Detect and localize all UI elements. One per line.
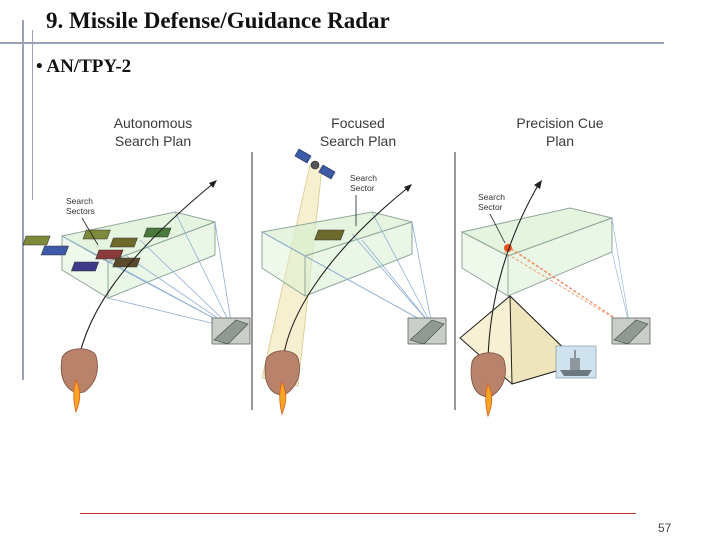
panel-2-missile-plume xyxy=(279,380,287,416)
slide-title: 9. Missile Defense/Guidance Radar xyxy=(46,8,390,33)
panel-2-label-line1: Focused xyxy=(331,115,385,131)
panel-3-label-line2: Plan xyxy=(546,133,574,149)
panel-3-trajectory-arrowhead xyxy=(534,180,542,189)
page-number: 57 xyxy=(658,521,672,535)
panel-autonomous-search-plan: Autonomous Search Plan xyxy=(22,115,251,414)
panel-1-beam-lines xyxy=(61,211,233,329)
panel-3-ship-icon xyxy=(555,345,597,379)
panel-1-callout-arrow xyxy=(81,217,99,246)
panel-1-callout-line2: Sectors xyxy=(66,206,95,216)
panel-3-radar-icon xyxy=(611,317,651,345)
panel-2-beam-lines xyxy=(261,211,433,327)
panel-focused-search-plan: Focused Search Plan xyxy=(260,115,447,416)
panel-1-trajectory-arrowhead xyxy=(209,180,217,188)
panel-2-callout-line2: Sector xyxy=(350,183,375,193)
panel-2-search-sector xyxy=(314,229,345,241)
panel-2-radar-icon xyxy=(407,317,447,345)
panel-2-search-volume-side xyxy=(304,221,413,297)
panel-2-launch-terrain xyxy=(264,350,300,396)
panel-1-missile-plume xyxy=(73,378,81,414)
panel-3-beam-lines xyxy=(611,217,631,329)
left-accent-rule-inner xyxy=(32,30,33,200)
panel-1-search-volume-side xyxy=(107,221,216,299)
footer-rule xyxy=(80,513,636,514)
panel-1-search-sectors xyxy=(22,227,172,272)
title-rule xyxy=(0,42,664,44)
panel-2-callout-line1: Search xyxy=(350,173,377,183)
bullet-an-tpy-2: • AN/TPY-2 xyxy=(36,56,132,77)
panel-2-satellite-icon xyxy=(294,148,336,180)
panel-3-callout-line1: Search xyxy=(478,192,505,202)
panel-3-callout-arrow xyxy=(489,213,506,244)
panel-1-launch-terrain xyxy=(60,348,98,394)
left-accent-rule xyxy=(22,20,24,380)
panel-3-cue-beam-lines xyxy=(503,245,631,329)
panel-2-trajectory-arrowhead xyxy=(404,184,412,192)
panel-1-label-line2: Search Plan xyxy=(115,133,191,149)
panel-1-callout-line1: Search xyxy=(66,196,93,206)
panel-3-launch-terrain xyxy=(470,352,506,398)
panel-3-label-line1: Precision Cue xyxy=(516,115,603,131)
panel-1-label-line1: Autonomous xyxy=(114,115,193,131)
panel-precision-cue-plan: Precision Cue Plan Search Sector xyxy=(459,115,651,418)
panel-1-radar-icon xyxy=(211,317,251,345)
panel-3-callout-line2: Sector xyxy=(478,202,503,212)
panel-3-missile-plume xyxy=(485,382,493,418)
panel-2-label-line2: Search Plan xyxy=(320,133,396,149)
